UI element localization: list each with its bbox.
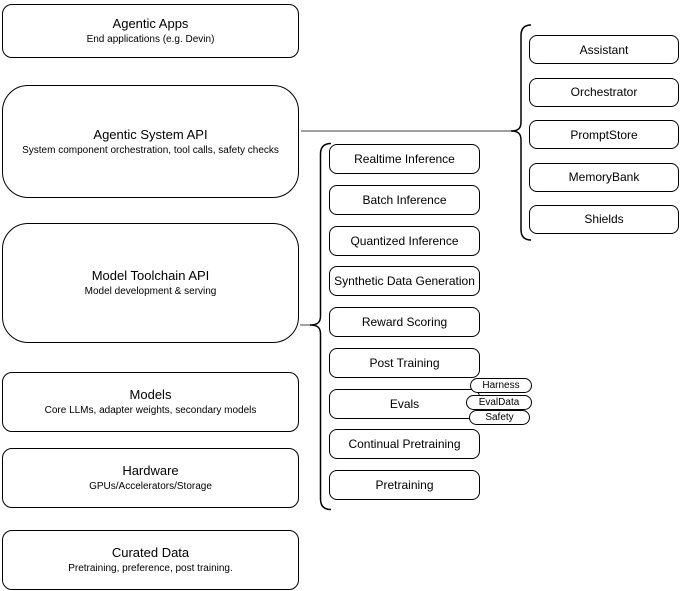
service-box-pretraining: Pretraining <box>329 470 480 500</box>
layer-box-curated-data: Curated Data Pretraining, preference, po… <box>2 530 299 590</box>
component-box-assistant: Assistant <box>529 35 679 64</box>
eval-tag-harness: Harness <box>470 378 532 393</box>
component-box-shields: Shields <box>529 204 679 234</box>
eval-tag-safety: Safety <box>469 410 530 425</box>
layer-box-agentic-system-api: Agentic System API System component orch… <box>2 85 299 198</box>
layer-box-models: Models Core LLMs, adapter weights, secon… <box>2 372 299 432</box>
layer-title: Agentic Apps <box>112 16 189 31</box>
layer-subtitle: GPUs/Accelerators/Storage <box>89 481 212 492</box>
layer-subtitle: Model development & serving <box>84 286 217 297</box>
layer-title: Models <box>129 387 172 402</box>
layer-title: Curated Data <box>111 545 190 560</box>
service-box-evals: Evals <box>329 388 480 419</box>
toolchain-brace <box>309 142 332 511</box>
layer-box-agentic-apps: Agentic Apps End applications (e.g. Devi… <box>2 4 299 58</box>
layer-subtitle: Pretraining, preference, post training. <box>68 563 233 574</box>
service-box-reward-scoring: Reward Scoring <box>329 306 480 337</box>
service-box-realtime-inference: Realtime Inference <box>329 144 480 174</box>
components-brace <box>510 24 532 241</box>
layer-title: Agentic System API <box>93 126 208 142</box>
component-box-memorybank: MemoryBank <box>529 162 679 192</box>
service-box-quantized-inference: Quantized Inference <box>329 225 480 256</box>
eval-tag-evaldata: EvalData <box>466 395 532 410</box>
layer-box-model-toolchain-api: Model Toolchain API Model development & … <box>2 223 299 343</box>
layer-title: Hardware <box>122 463 179 478</box>
layer-box-hardware: Hardware GPUs/Accelerators/Storage <box>2 448 299 508</box>
layer-subtitle: End applications (e.g. Devin) <box>86 34 215 45</box>
service-box-continual-pretraining: Continual Pretraining <box>329 429 480 459</box>
service-box-synthetic-data-generation: Synthetic Data Generation <box>329 266 480 296</box>
component-box-promptstore: PromptStore <box>529 120 679 149</box>
service-box-batch-inference: Batch Inference <box>329 185 480 215</box>
layer-subtitle: Core LLMs, adapter weights, secondary mo… <box>44 405 257 416</box>
component-box-orchestrator: Orchestrator <box>529 77 679 107</box>
service-box-post-training: Post Training <box>329 347 480 378</box>
layer-title: Model Toolchain API <box>91 268 210 283</box>
layer-subtitle: System component orchestration, tool cal… <box>22 144 279 156</box>
